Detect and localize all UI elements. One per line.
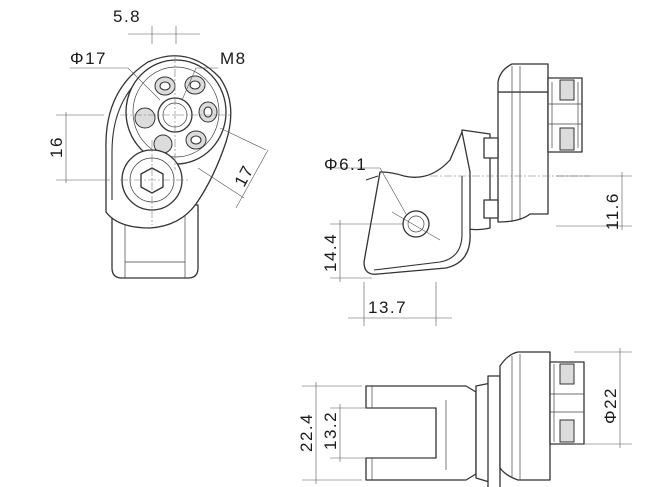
- dim-label-phi22: Φ22: [601, 387, 620, 424]
- dim-label-17: 17: [231, 162, 258, 190]
- side-view-arm: [363, 131, 471, 275]
- dim-label-13-2: 13.2: [321, 411, 340, 450]
- dim-label-16: 16: [47, 136, 66, 158]
- dim-label-phi6-1: Φ6.1: [324, 155, 367, 174]
- top-view: [302, 348, 632, 487]
- dim-label-22-4: 22.4: [297, 413, 316, 452]
- pin-hole: [402, 210, 430, 238]
- dim-label-14-4: 14.4: [321, 233, 340, 272]
- dim-label-phi17: Φ17: [70, 49, 107, 68]
- dim-label-13-7: 13.7: [368, 298, 407, 317]
- top-view-cylinder: [499, 351, 551, 481]
- bolt-6: [134, 107, 156, 129]
- flange-tabs: [483, 137, 499, 219]
- side-view-cylinder: [497, 91, 549, 223]
- dim-label-11-6: 11.6: [603, 192, 622, 230]
- flange-bolts: [134, 75, 218, 154]
- dim-label-m8: M8: [220, 49, 247, 68]
- top-view-fork: [365, 385, 477, 481]
- front-view: [56, 26, 269, 279]
- side-view-cap: [497, 63, 549, 93]
- dim-label-5-8: 5.8: [113, 7, 141, 26]
- side-view: [326, 63, 632, 326]
